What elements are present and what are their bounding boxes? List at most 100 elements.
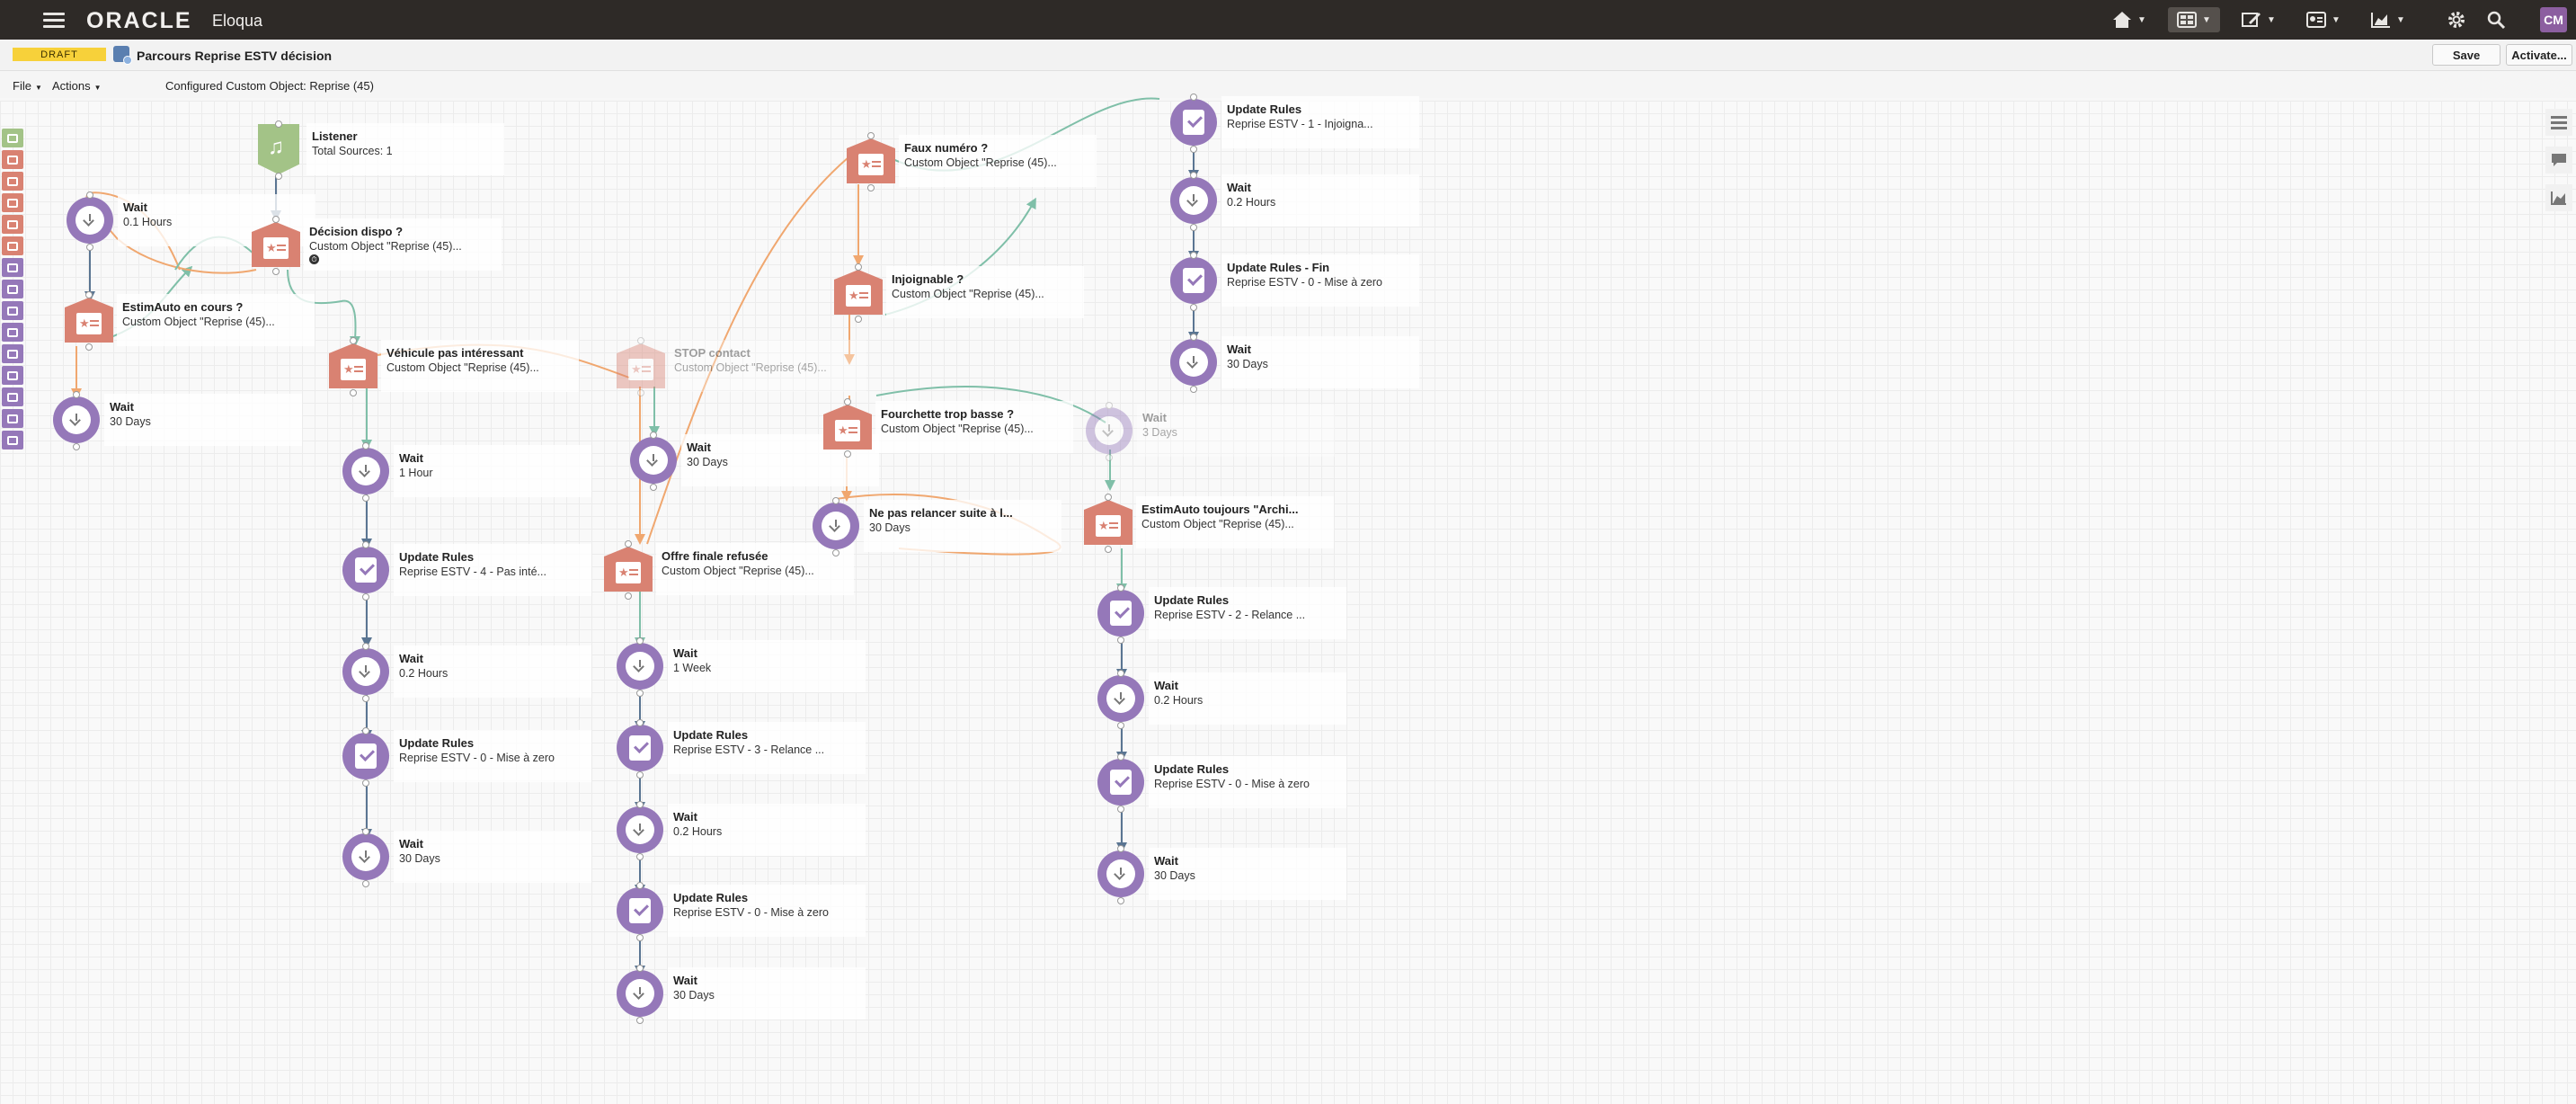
- connection-port[interactable]: [362, 494, 369, 502]
- home-menu[interactable]: ▼: [2103, 7, 2155, 32]
- custom-object-decision-icon[interactable]: [822, 401, 874, 453]
- connection-port[interactable]: [636, 637, 644, 645]
- connection-port[interactable]: [1117, 897, 1124, 904]
- connection-port[interactable]: [844, 398, 851, 405]
- update-rules-icon[interactable]: [1095, 756, 1147, 808]
- connection-port[interactable]: [625, 540, 632, 548]
- connection-port[interactable]: [636, 771, 644, 779]
- connection-port[interactable]: [1105, 546, 1112, 553]
- connection-port[interactable]: [636, 1017, 644, 1024]
- connection-port[interactable]: [1117, 845, 1124, 852]
- connection-port[interactable]: [272, 268, 280, 275]
- wait-clock-icon[interactable]: [1083, 405, 1135, 457]
- custom-object-decision-icon[interactable]: [250, 218, 302, 271]
- connection-port[interactable]: [1117, 584, 1124, 592]
- connection-port[interactable]: [1190, 172, 1197, 179]
- user-avatar[interactable]: CM: [2540, 7, 2567, 32]
- custom-object-decision-icon[interactable]: [1082, 496, 1134, 548]
- connection-port[interactable]: [1190, 304, 1197, 311]
- connection-port[interactable]: [637, 389, 644, 396]
- actions-menu[interactable]: Actions▼: [52, 79, 102, 93]
- connection-port[interactable]: [85, 343, 93, 351]
- connection-port[interactable]: [637, 337, 644, 344]
- connection-port[interactable]: [362, 779, 369, 787]
- wait-clock-icon[interactable]: [614, 640, 666, 692]
- custom-object-decision-icon[interactable]: [63, 294, 115, 346]
- wait-clock-icon[interactable]: [627, 434, 680, 486]
- connection-port[interactable]: [272, 216, 280, 223]
- connection-port[interactable]: [1117, 637, 1124, 644]
- wait-clock-icon[interactable]: [340, 445, 392, 497]
- connection-port[interactable]: [1190, 146, 1197, 153]
- update-rules-icon[interactable]: [340, 730, 392, 782]
- wait-clock-icon[interactable]: [50, 394, 102, 446]
- hamburger-menu-icon[interactable]: [43, 9, 65, 31]
- connection-port[interactable]: [1106, 402, 1113, 409]
- wait-clock-icon[interactable]: [614, 804, 666, 856]
- wait-clock-icon[interactable]: [1095, 848, 1147, 900]
- connection-port[interactable]: [625, 592, 632, 600]
- connection-port[interactable]: [362, 593, 369, 601]
- update-rules-icon[interactable]: [1168, 254, 1220, 307]
- connection-port[interactable]: [636, 719, 644, 726]
- connection-port[interactable]: [636, 690, 644, 697]
- connection-port[interactable]: [1117, 670, 1124, 677]
- palette-step-11[interactable]: [2, 366, 23, 385]
- connection-port[interactable]: [350, 389, 357, 396]
- palette-step-8[interactable]: [2, 301, 23, 320]
- connection-port[interactable]: [1190, 252, 1197, 259]
- insight-menu[interactable]: ▼: [2362, 7, 2414, 32]
- graph-icon[interactable]: [2545, 184, 2572, 211]
- connection-port[interactable]: [1190, 93, 1197, 101]
- connection-port[interactable]: [1106, 454, 1113, 461]
- assets-menu[interactable]: ▼: [2168, 7, 2220, 32]
- update-rules-icon[interactable]: [340, 544, 392, 596]
- file-menu[interactable]: File▼: [13, 79, 42, 93]
- palette-step-5[interactable]: [2, 236, 23, 255]
- connection-port[interactable]: [1117, 806, 1124, 813]
- connection-port[interactable]: [350, 337, 357, 344]
- connection-port[interactable]: [362, 880, 369, 887]
- connection-port[interactable]: [86, 244, 93, 251]
- wait-clock-icon[interactable]: [340, 831, 392, 883]
- update-rules-icon[interactable]: [1095, 587, 1147, 639]
- custom-object-decision-icon[interactable]: [327, 340, 379, 392]
- connection-port[interactable]: [362, 442, 369, 450]
- activate-button[interactable]: Activate...: [2506, 44, 2572, 66]
- palette-step-10[interactable]: [2, 344, 23, 363]
- connection-port[interactable]: [855, 263, 862, 271]
- update-rules-icon[interactable]: [614, 885, 666, 937]
- list-icon[interactable]: [2545, 109, 2572, 136]
- search-button[interactable]: [2470, 7, 2522, 32]
- connection-port[interactable]: [1190, 334, 1197, 341]
- palette-step-6[interactable]: [2, 258, 23, 277]
- palette-step-9[interactable]: [2, 323, 23, 342]
- connection-port[interactable]: [85, 291, 93, 298]
- connection-port[interactable]: [362, 695, 369, 702]
- connection-port[interactable]: [275, 120, 282, 128]
- connection-port[interactable]: [867, 132, 875, 139]
- wait-clock-icon[interactable]: [810, 500, 862, 552]
- connection-port[interactable]: [832, 549, 839, 556]
- custom-object-decision-icon[interactable]: [832, 266, 884, 318]
- update-rules-icon[interactable]: [614, 722, 666, 774]
- palette-step-12[interactable]: [2, 387, 23, 406]
- save-button[interactable]: Save: [2432, 44, 2500, 66]
- connection-port[interactable]: [86, 191, 93, 199]
- connection-port[interactable]: [1190, 386, 1197, 393]
- wait-clock-icon[interactable]: [1095, 672, 1147, 725]
- connection-port[interactable]: [1117, 722, 1124, 729]
- palette-step-0[interactable]: [2, 129, 23, 147]
- connection-port[interactable]: [844, 450, 851, 458]
- wait-clock-icon[interactable]: [64, 194, 116, 246]
- comment-icon[interactable]: [2545, 147, 2572, 174]
- settings-button[interactable]: [2430, 7, 2483, 32]
- connection-port[interactable]: [1117, 753, 1124, 761]
- connection-port[interactable]: [362, 727, 369, 735]
- connection-port[interactable]: [867, 184, 875, 191]
- connection-port[interactable]: [650, 484, 657, 491]
- connection-port[interactable]: [636, 801, 644, 808]
- palette-step-3[interactable]: [2, 193, 23, 212]
- connection-port[interactable]: [73, 391, 80, 398]
- wait-clock-icon[interactable]: [614, 967, 666, 1019]
